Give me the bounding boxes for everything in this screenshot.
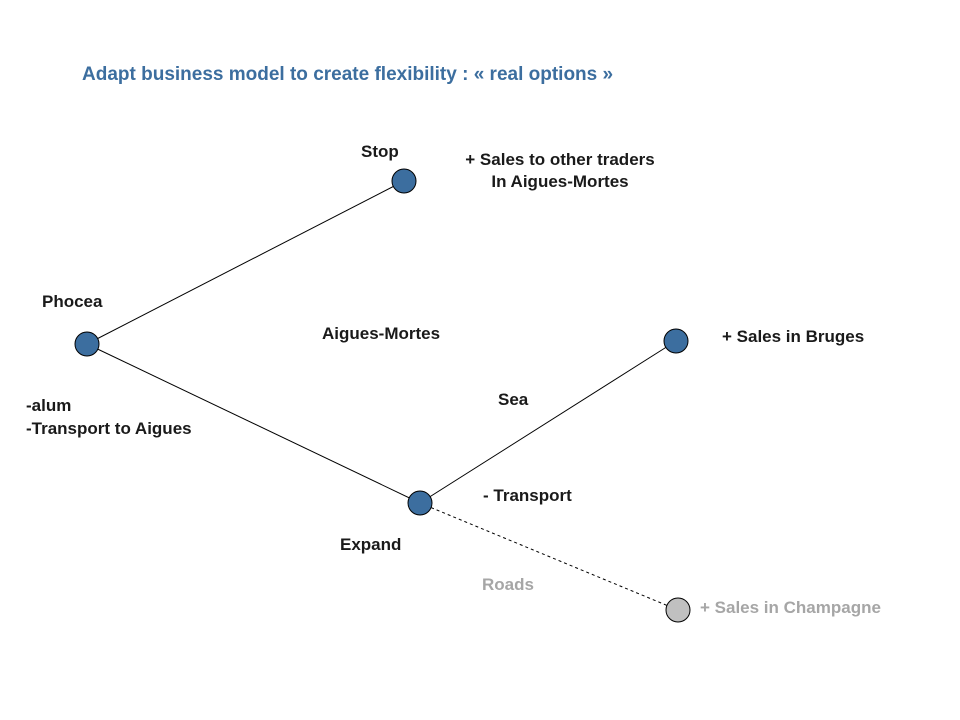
edge-expand-champagne-roads <box>419 502 679 611</box>
node-phocea[interactable] <box>74 331 100 357</box>
label-cost-transport-aigues: -Transport to Aigues <box>26 419 192 438</box>
node-champagne[interactable] <box>665 597 691 623</box>
label-expand: Expand <box>340 535 402 554</box>
label-stop: Stop <box>361 142 399 161</box>
label-transport: - Transport <box>483 486 572 505</box>
page-title: Adapt business model to create flexibili… <box>82 64 614 85</box>
label-cost-alum: -alum <box>26 396 72 415</box>
label-sales-bruges: + Sales in Bruges <box>722 327 865 346</box>
label-sea: Sea <box>498 390 529 409</box>
label-phocea: Phocea <box>42 292 103 311</box>
node-stop[interactable] <box>391 168 417 194</box>
label-sales-other-traders-line2: In Aigues-Mortes <box>491 172 629 191</box>
edge-phocea-expand <box>86 343 421 504</box>
node-bruges[interactable] <box>663 328 689 354</box>
edge-expand-bruges-sea <box>419 340 677 504</box>
label-sales-other-traders-line1: + Sales to other traders <box>465 150 655 169</box>
node-expand[interactable] <box>407 490 433 516</box>
edge-phocea-stop <box>86 180 405 345</box>
label-sales-champagne: + Sales in Champagne <box>700 598 881 617</box>
label-sales-other-traders: + Sales to other traders In Aigues-Morte… <box>440 150 680 192</box>
label-roads: Roads <box>482 575 534 594</box>
label-aigues-mortes: Aigues-Mortes <box>322 324 441 343</box>
label-costs: -alum -Transport to Aigues <box>26 396 192 439</box>
